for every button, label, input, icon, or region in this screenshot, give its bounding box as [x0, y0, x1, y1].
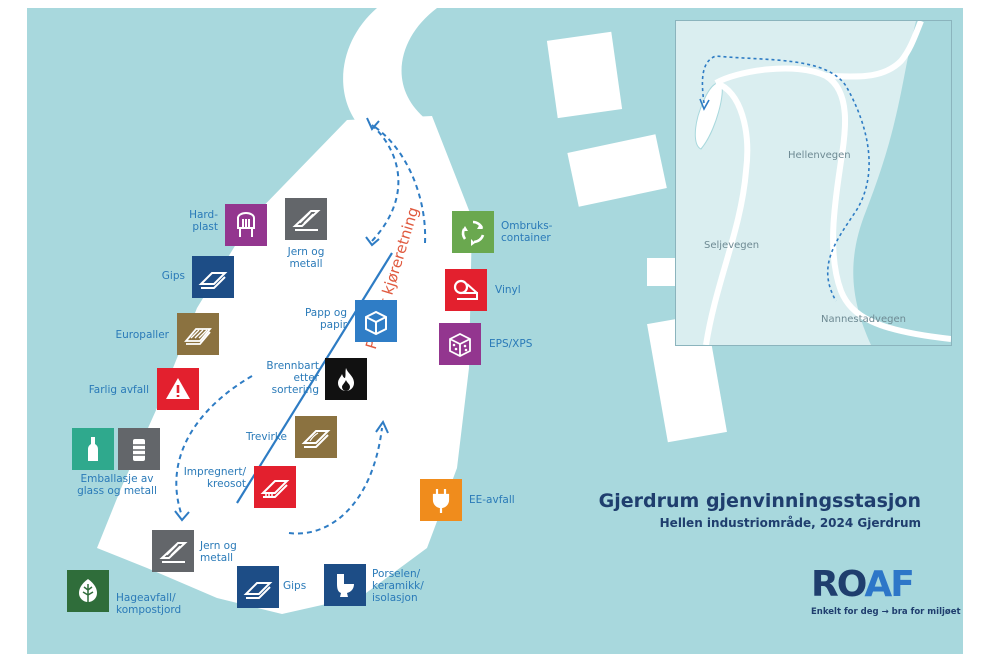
warning-icon [166, 378, 190, 399]
station-jern-metall-top [285, 198, 327, 240]
station-ombruk [452, 211, 494, 253]
inset-site [694, 82, 723, 150]
access-road [343, 8, 437, 123]
logo-a: A [864, 564, 892, 605]
can-icon [133, 439, 145, 461]
label-gips-top: Gips [161, 270, 185, 282]
label-europaller: Europaller [115, 329, 169, 341]
label-ombruk: Ombruks- container [501, 220, 553, 244]
electric-plug-icon [432, 489, 450, 513]
station-hageavfall [67, 570, 109, 612]
station-eps-xps [439, 323, 481, 365]
label-ee-avfall: EE-avfall [469, 494, 515, 506]
inset-map-drawing [676, 21, 951, 345]
label-emballasje: Emballasje av glass og metall [77, 473, 157, 497]
building [567, 134, 667, 207]
road-label-hellenvegen: Hellenvegen [788, 150, 851, 161]
chair-icon [237, 212, 255, 237]
vinyl-roll-icon [453, 279, 478, 300]
roaf-logo: ROAF [811, 564, 915, 605]
label-jern-metall-bottom: Jern og metall [200, 540, 237, 564]
station-emballasje-metall [118, 428, 160, 470]
station-hardplast [225, 204, 267, 246]
gypsum-board-icon [198, 272, 228, 289]
road-label-nannestadvegen: Nannestadvegen [821, 314, 906, 325]
label-farlig-avfall: Farlig avfall [88, 384, 149, 396]
label-vinyl: Vinyl [495, 284, 521, 296]
station-emballasje-glass [72, 428, 114, 470]
station-brennbart [325, 358, 367, 400]
station-impregnert [254, 466, 296, 508]
recycle-icon [461, 220, 485, 246]
metal-sheet-icon [292, 210, 321, 231]
label-hardplast: Hard- plast [189, 209, 218, 233]
logo-tagline: Enkelt for deg → bra for miljøet [811, 607, 961, 617]
metal-sheet-icon [159, 542, 188, 563]
base-map [97, 8, 727, 614]
station-gips-top [192, 256, 234, 298]
leaf-icon [79, 579, 97, 604]
road-label-seljevegen: Seljevegen [704, 240, 760, 251]
station-gips-bottom [237, 566, 279, 608]
station-ee-avfall [420, 479, 462, 521]
station-porselen [324, 564, 366, 606]
inset-map: Hellenvegen Seljevegen Nannestadvegen [675, 20, 952, 346]
inset-arrow-head [699, 98, 710, 111]
logo-ro: RO [811, 564, 866, 605]
label-jern-metall-top: Jern og metall [287, 246, 325, 270]
station-trevirke [295, 416, 337, 458]
toilet-icon [337, 574, 354, 597]
label-trevirke: Trevirke [245, 431, 287, 443]
station-vinyl [445, 269, 487, 311]
label-brennbart: Brennbart etter sortering [266, 360, 319, 396]
driving-direction-arrows [175, 124, 427, 535]
foam-block-icon [449, 332, 471, 358]
label-eps-xps: EPS/XPS [489, 338, 533, 350]
station-papp-papir [355, 300, 397, 342]
gypsum-board-icon [243, 582, 273, 599]
wood-plank-icon [301, 430, 331, 448]
route-line [236, 252, 393, 504]
page-subtitle: Hellen industriområde, 2024 Gjerdrum [659, 516, 921, 530]
pallet-icon [184, 328, 212, 345]
bottle-icon [88, 437, 98, 461]
station-jern-metall-bottom [152, 530, 194, 572]
treated-wood-icon [260, 480, 290, 498]
building [546, 31, 623, 119]
inset-roads-drawing [703, 21, 951, 345]
label-impregnert: Impregnert/ kreosot [183, 466, 246, 490]
logo-f: F [890, 564, 915, 605]
inset-route [701, 55, 870, 302]
building [647, 258, 679, 286]
label-porselen: Porselen/ keramikk/ isolasjon [372, 568, 424, 604]
page-title: Gjerdrum gjenvinningsstasjon [598, 490, 921, 512]
station-farlig-avfall [157, 368, 199, 410]
cardboard-box-icon [365, 310, 387, 336]
flame-icon [338, 368, 354, 391]
label-papp-papir: Papp og papir [304, 307, 347, 331]
label-gips-bottom: Gips [283, 580, 307, 592]
inset-water [853, 21, 951, 345]
label-hageavfall: Hageavfall/ kompostjord [116, 592, 182, 616]
station-europaller [177, 313, 219, 355]
map: Påbudt kjøreretning Hard- plast Jern og … [27, 8, 963, 654]
arrow-heads [174, 117, 389, 522]
